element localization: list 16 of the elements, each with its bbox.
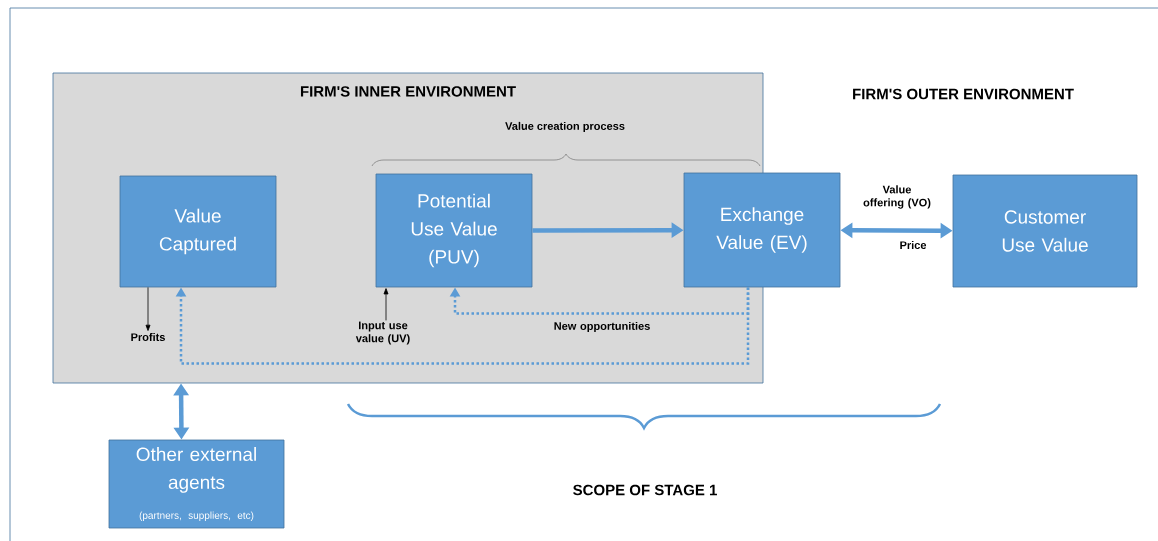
text-label: Price — [900, 240, 927, 250]
note-text: Profits — [131, 332, 165, 342]
process-box: Potential Use Value (PUV) — [375, 173, 533, 288]
process-box: Customer Use Value — [952, 174, 1138, 288]
process-box: Value Captured — [119, 175, 277, 288]
arrow — [175, 287, 750, 365]
arrow — [383, 288, 389, 321]
process-box: Other external agents (partners, suppliers, etc) — [108, 439, 285, 529]
edge-label: Value offering (VO) — [863, 185, 931, 209]
bracket-label: Value creation process — [505, 121, 625, 133]
note-text: Input use value (UV) — [355, 321, 410, 345]
heading-text: FIRM'S OUTER ENVIRONMENT — [853, 88, 1074, 100]
process-box: Exchange Value (EV) — [683, 172, 841, 288]
edge-label: New opportunities — [554, 321, 650, 333]
heading-text: SCOPE OF STAGE 1 — [573, 484, 717, 496]
arrow — [145, 287, 151, 331]
